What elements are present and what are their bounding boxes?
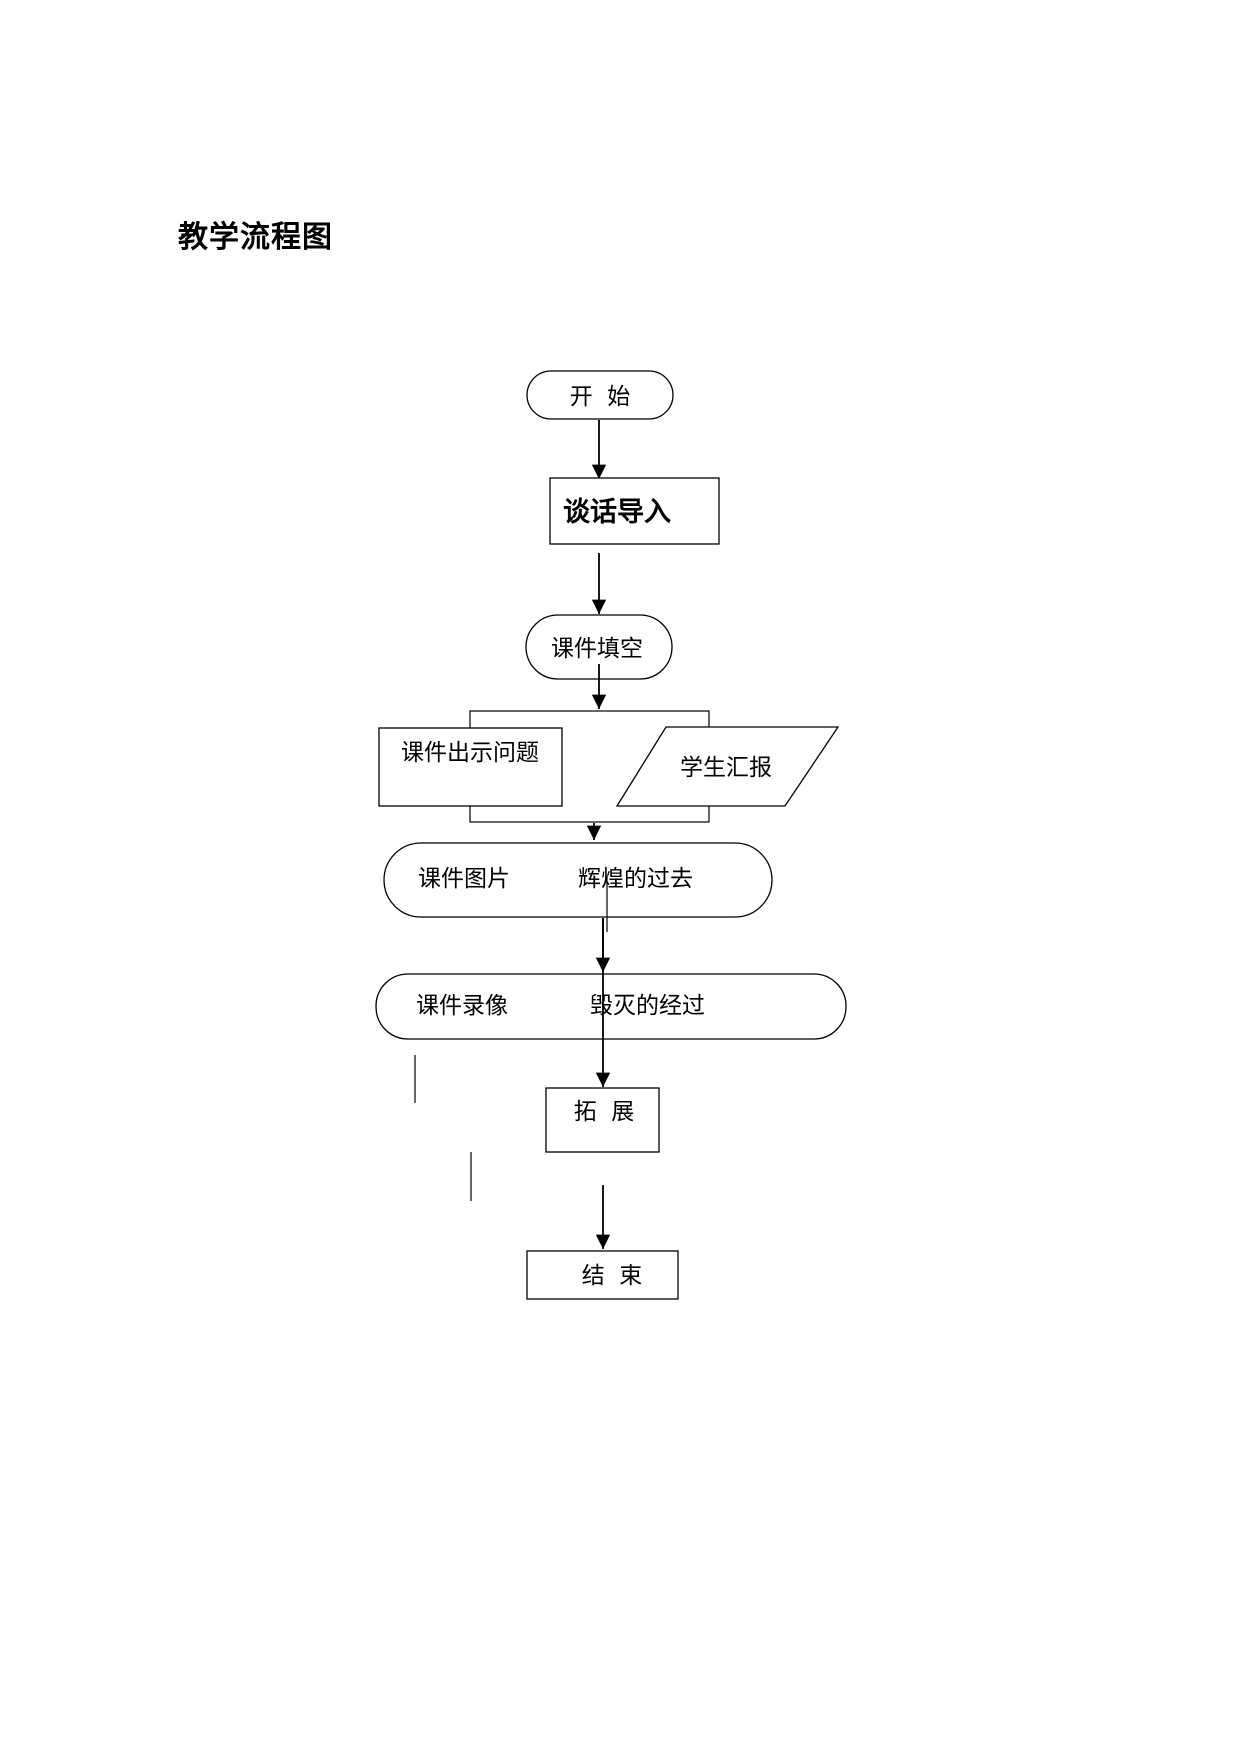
node-fill-blank: 课件填空	[525, 614, 673, 680]
node-fill-blank-label: 课件填空	[551, 636, 643, 662]
node-student-report-label: 学生汇报	[680, 755, 772, 781]
node-end: 结 束	[526, 1250, 679, 1300]
node-pictures-right-label: 辉煌的过去	[578, 866, 693, 892]
node-start-label: 开 始	[570, 384, 631, 410]
node-student-report: 学生汇报	[615, 726, 840, 807]
node-extend-label: 拓 展	[574, 1099, 635, 1125]
node-intro: 谈话导入	[549, 477, 720, 545]
node-pictures-left-label: 课件图片	[418, 866, 510, 892]
page-title: 教学流程图	[178, 220, 333, 255]
node-video: 课件录像 毁灭的经过	[375, 973, 847, 1040]
node-start: 开 始	[526, 370, 674, 420]
node-video-left-label: 课件录像	[416, 993, 508, 1019]
node-show-question-label: 课件出示问题	[401, 740, 539, 766]
node-extend: 拓 展	[545, 1087, 660, 1153]
node-pictures: 课件图片 辉煌的过去	[383, 842, 773, 918]
node-intro-label: 谈话导入	[563, 497, 671, 528]
node-end-label: 结 束	[582, 1263, 643, 1289]
node-show-question: 课件出示问题	[378, 727, 563, 807]
node-video-right-label: 毁灭的经过	[590, 993, 705, 1019]
